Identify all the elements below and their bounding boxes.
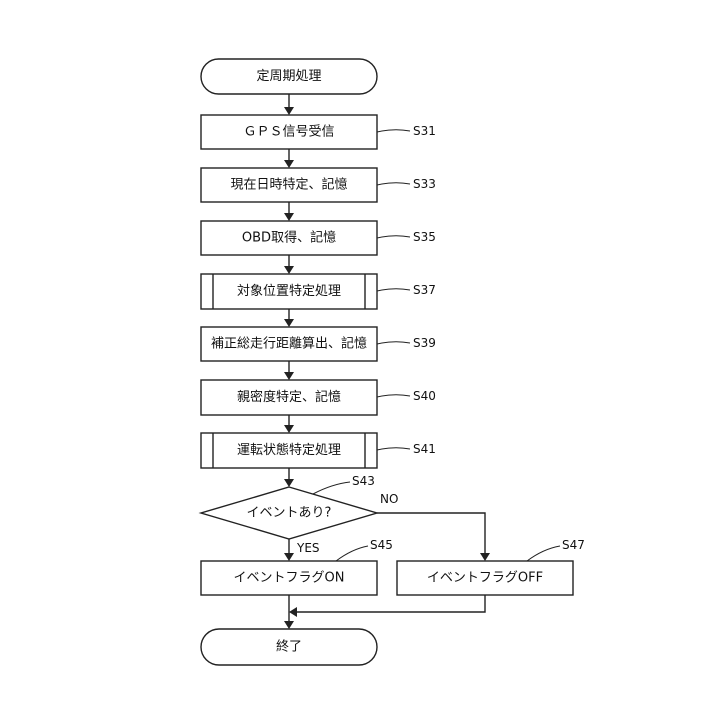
step-id-s47: S47 (562, 538, 585, 552)
process-label-s33: 現在日時特定、記憶 (230, 177, 347, 193)
arrow-head (480, 553, 490, 561)
arrow-head (284, 107, 294, 115)
step-id-s40: S40 (413, 389, 436, 403)
start-label: 定周期処理 (256, 69, 321, 84)
step-leader-s39 (376, 341, 411, 345)
end-label: 終了 (276, 639, 302, 655)
arrow-head (284, 621, 294, 629)
arrow-head (284, 372, 294, 380)
process-box-s31 (200, 114, 378, 150)
merge-connector (297, 595, 486, 613)
step-leader-s33 (376, 182, 411, 186)
decision-label: イベントあり? (247, 506, 332, 521)
process-label-s37: 対象位置特定処理 (237, 284, 341, 299)
process-box-s45 (200, 560, 378, 596)
step-leader-s37 (376, 288, 411, 292)
process-label-s39: 補正総走行距離算出、記憶 (211, 336, 367, 352)
step-id-s31: S31 (413, 124, 436, 138)
arrow-head (284, 553, 294, 561)
arrow-head (284, 425, 294, 433)
subroutine-box-s41 (200, 432, 378, 469)
step-leader-s43 (312, 481, 351, 495)
step-leader-s31 (376, 129, 411, 133)
arrow-head (289, 607, 297, 617)
step-leader-s35 (376, 235, 411, 239)
process-box-s40 (200, 379, 378, 416)
arrow-head (284, 213, 294, 221)
process-label-s40: 親密度特定、記憶 (237, 389, 341, 405)
step-id-s33: S33 (413, 177, 436, 191)
process-label-s47: イベントフラグOFF (427, 571, 543, 586)
process-label-s35: OBD取得、記憶 (242, 230, 336, 246)
arrow-head (284, 319, 294, 327)
step-id-s45: S45 (370, 538, 393, 552)
step-id-s43: S43 (352, 474, 375, 488)
process-box-s39 (200, 326, 378, 362)
arrow-head (284, 266, 294, 274)
arrow-head (284, 479, 294, 487)
yes-label: YES (296, 541, 320, 555)
step-leader-s41 (376, 447, 411, 451)
end-terminal (200, 628, 378, 666)
step-leader-s40 (376, 394, 411, 398)
step-id-s41: S41 (413, 442, 436, 456)
process-label-s31: ＧＰＳ信号受信 (243, 125, 334, 140)
arrow-head (284, 160, 294, 168)
subroutine-box-s37 (200, 273, 378, 310)
process-label-s41: 運転状態特定処理 (237, 442, 341, 458)
process-label-s45: イベントフラグON (234, 571, 345, 586)
no-label: NO (380, 492, 398, 506)
no-branch-connector (377, 512, 486, 553)
step-id-s37: S37 (413, 283, 436, 297)
step-id-s35: S35 (413, 230, 436, 244)
step-id-s39: S39 (413, 336, 436, 350)
step-leader-s45 (335, 545, 369, 562)
step-leader-s47 (526, 545, 561, 562)
